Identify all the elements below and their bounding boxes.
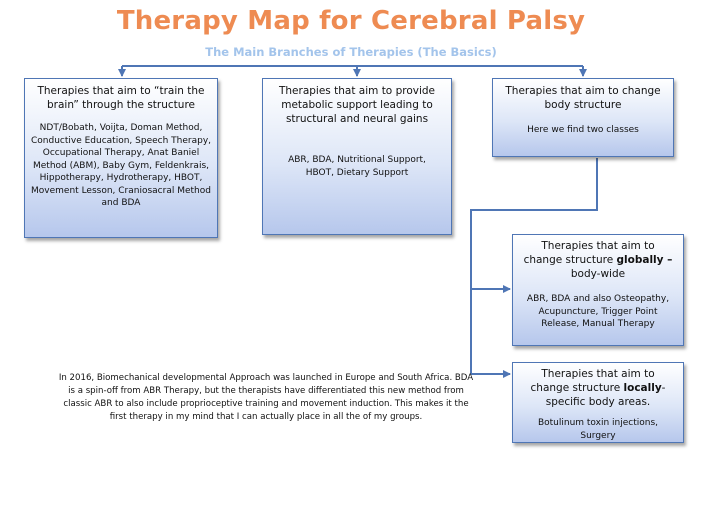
body-structure-box: Therapies that aim to change body struct… [492, 78, 674, 157]
locally-body: Botulinum toxin injections, Surgery [537, 418, 659, 441]
locally-box: Therapies that aim to change structure l… [512, 362, 684, 443]
train-brain-box: Therapies that aim to “train the brain” … [24, 78, 218, 238]
train-brain-body: NDT/Bobath, Voijta, Doman Method, Conduc… [31, 123, 212, 208]
page-title: Therapy Map for Cerebral Palsy [116, 6, 586, 36]
globally-box: Therapies that aim to change structure g… [512, 234, 684, 346]
bda-note: In 2016, Biomechanical developmental App… [58, 373, 474, 422]
locally-heading: Therapies that aim to change structure l… [530, 368, 666, 408]
page-subtitle: The Main Branches of Therapies (The Basi… [205, 45, 497, 59]
metabolic-heading: Therapies that aim to provide metabolic … [278, 85, 436, 125]
metabolic-box: Therapies that aim to provide metabolic … [262, 78, 452, 235]
metabolic-body: ABR, BDA, Nutritional Support, HBOT, Die… [288, 155, 426, 178]
body-structure-down-line [470, 158, 598, 374]
globally-heading: Therapies that aim to change structure g… [523, 240, 673, 280]
train-brain-heading: Therapies that aim to “train the brain” … [37, 85, 205, 111]
globally-body: ABR, BDA and also Osteopathy, Acupunctur… [526, 294, 670, 329]
body-structure-body: Here we find two classes [527, 125, 639, 135]
body-structure-heading: Therapies that aim to change body struct… [505, 85, 661, 111]
